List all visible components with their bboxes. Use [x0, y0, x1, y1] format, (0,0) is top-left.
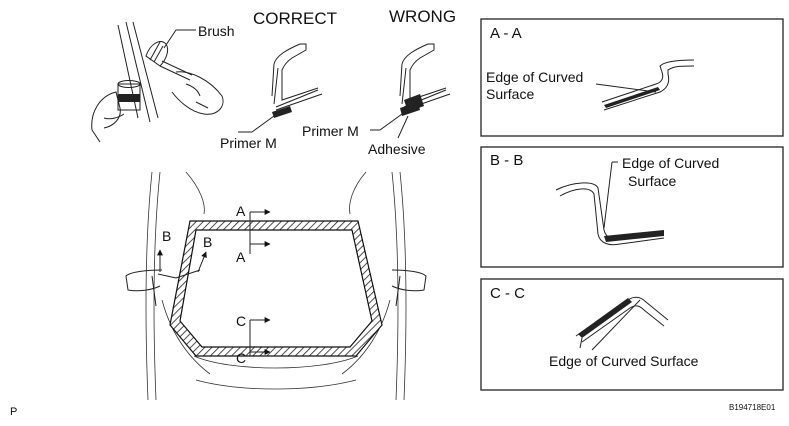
car-top-view [125, 171, 427, 401]
section-c-caption: Edge of Curved Surface [549, 353, 699, 369]
section-b-title: B - B [490, 152, 523, 169]
section-b-caption-2: Surface [628, 173, 676, 189]
section-a-title: A - A [490, 25, 522, 42]
cut-marker-b: B B [157, 228, 212, 279]
cut-a-top-label: A [236, 203, 246, 219]
figure-code: B194718E01 [729, 403, 776, 412]
section-box-a: A - A Edge of Curved Surface [480, 18, 784, 137]
footer-left-mark: P [10, 406, 17, 418]
section-box-b: B - B Edge of Curved Surface [480, 146, 784, 268]
section-box-c: C - C Edge of Curved Surface [480, 278, 784, 391]
correct-profile: Primer M [220, 43, 323, 151]
section-a-caption-1: Edge of Curved [486, 69, 583, 85]
adhesive-label: Adhesive [368, 141, 426, 157]
wrong-profile: Primer M Adhesive [302, 43, 451, 157]
primer-m-correct-label: Primer M [220, 135, 277, 151]
correct-heading: CORRECT [253, 9, 337, 28]
brush-label: Brush [198, 23, 235, 39]
cut-a-bottom-label: A [236, 249, 246, 265]
section-a-caption-2: Surface [486, 86, 534, 102]
cut-b-left-label: B [162, 228, 171, 244]
cut-b-right-label: B [203, 234, 212, 250]
section-c-title: C - C [490, 285, 525, 302]
cut-marker-a: A A [236, 203, 271, 265]
cut-c-top-label: C [236, 313, 246, 329]
brush-application-illustration: Brush [91, 21, 235, 143]
cut-marker-c: C C [236, 313, 271, 366]
wrong-heading: WRONG [389, 7, 456, 26]
primer-m-wrong-label: Primer M [302, 123, 359, 139]
section-b-caption-1: Edge of Curved [622, 155, 719, 171]
cut-c-bottom-label: C [236, 350, 246, 366]
